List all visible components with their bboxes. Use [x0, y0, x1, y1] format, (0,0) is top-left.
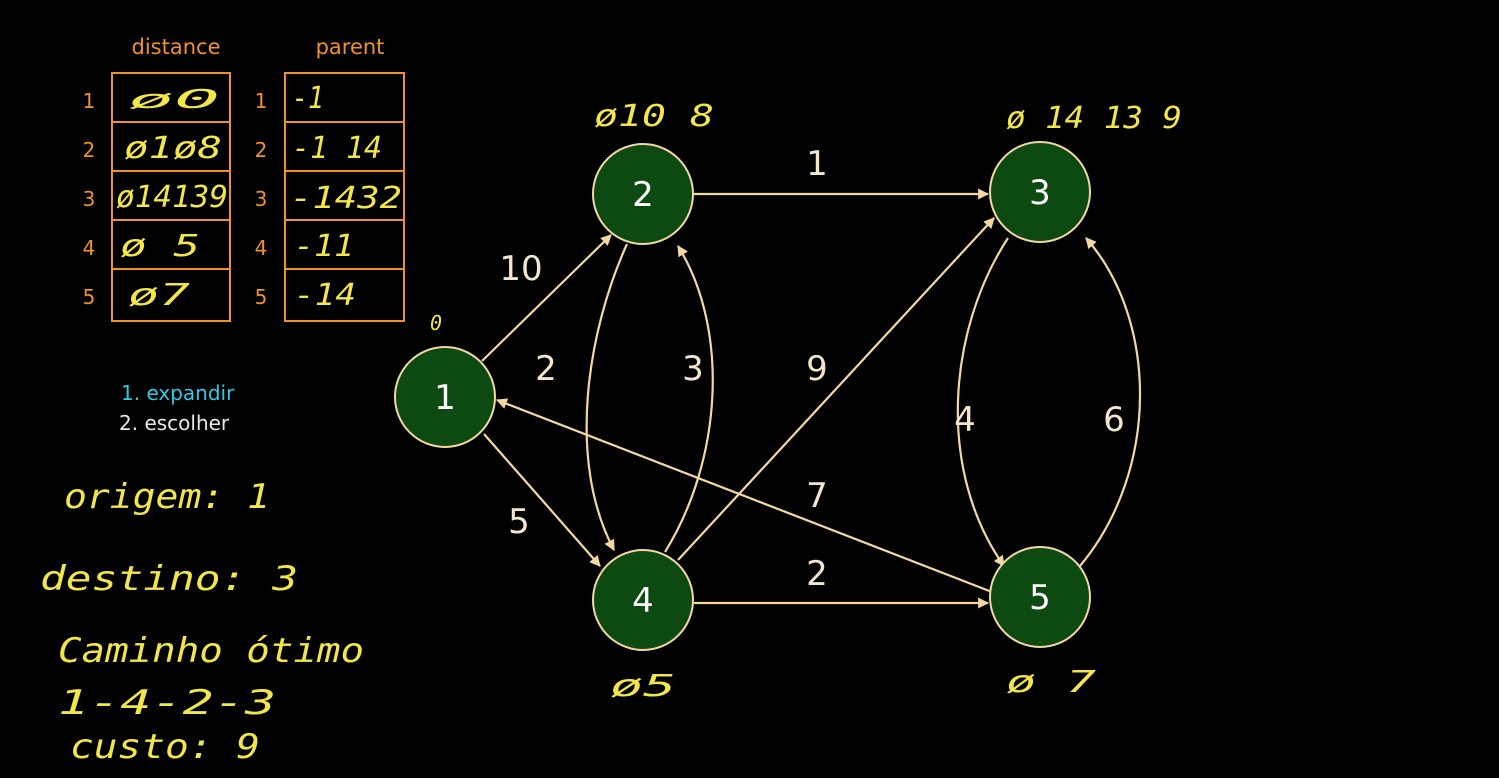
- step-escolher: 2. escolher: [119, 411, 230, 435]
- node-2: 2: [592, 143, 694, 245]
- node-4-annotation: ø5: [610, 669, 676, 704]
- node-label: 1: [434, 378, 456, 418]
- weight-5-3: 6: [1103, 400, 1125, 440]
- weight-1-2: 10: [499, 249, 542, 289]
- graph-edges: [481, 188, 1142, 609]
- node-1: 1: [394, 346, 496, 448]
- node-4: 4: [592, 549, 694, 651]
- row-label: 5: [83, 285, 96, 309]
- row-label: 1: [255, 89, 268, 113]
- graph-nodes: 1 2 3 4 5: [394, 141, 1091, 651]
- weight-4-5: 2: [806, 554, 828, 594]
- weight-3-5: 4: [954, 400, 976, 440]
- node-3: 3: [989, 141, 1091, 243]
- node-2-annotation: ø10 8: [594, 99, 714, 134]
- row-label: 2: [83, 138, 96, 162]
- row-label: 4: [83, 236, 96, 260]
- row-label: 3: [83, 187, 96, 211]
- edge-4-2: [664, 245, 714, 553]
- optimal-path: 1-4-2-3: [58, 683, 276, 723]
- row-label: 2: [255, 138, 268, 162]
- node-label: 5: [1029, 578, 1051, 618]
- distance-value: ø 5: [120, 229, 200, 264]
- weight-5-1: 7: [806, 476, 828, 516]
- edge-1-4: [483, 433, 601, 567]
- distance-cell: [111, 268, 231, 322]
- edge-5-1: [495, 398, 993, 594]
- weight-2-3: 1: [806, 144, 828, 184]
- row-label: 3: [255, 187, 268, 211]
- edge-4-3: [677, 217, 995, 561]
- row-label: 4: [255, 236, 268, 260]
- parent-header: parent: [316, 35, 385, 59]
- distance-header: distance: [132, 35, 221, 59]
- path-cost: custo: 9: [70, 727, 260, 767]
- step-expandir: 1. expandir: [121, 381, 235, 405]
- distance-value: ø7: [128, 278, 190, 313]
- node-label: 2: [632, 175, 654, 215]
- parent-value: -1432: [290, 181, 402, 216]
- parent-value: -11: [294, 229, 354, 264]
- optimal-path-title: Caminho ótimo: [58, 631, 364, 671]
- weight-1-4: 5: [508, 502, 530, 542]
- distance-value: ø1ø8: [124, 131, 222, 166]
- parent-cell: [284, 268, 405, 322]
- parent-value: -1: [292, 81, 324, 116]
- edge-3-5: [956, 237, 1009, 567]
- node-label: 4: [632, 581, 654, 621]
- parent-value: -1 14: [292, 131, 382, 166]
- distance-value: ø14139: [116, 180, 228, 215]
- row-label: 1: [83, 89, 96, 113]
- node-label: 3: [1029, 173, 1051, 213]
- edge-1-2: [481, 234, 612, 362]
- node-5: 5: [989, 546, 1091, 648]
- distance-parent-table: distance parent 1 2 3 4 5 1 2 3 4 5 ø0 ø…: [83, 35, 405, 322]
- node-1-annotation: 0: [430, 311, 442, 335]
- weight-4-3: 9: [806, 349, 828, 389]
- destination-note: destino: 3: [40, 559, 298, 599]
- edge-5-3: [1079, 237, 1142, 567]
- edge-weights: 10 5 1 2 3 9 2 7 4 6: [499, 144, 1124, 594]
- node-5-annotation: ø 7: [1006, 665, 1096, 700]
- edge-2-4: [585, 243, 629, 551]
- distance-value: ø0: [128, 85, 220, 115]
- weight-4-2: 3: [682, 349, 704, 389]
- parent-value: -14: [294, 278, 356, 313]
- weight-2-4: 2: [535, 349, 557, 389]
- origin-note: origem: 1: [64, 477, 270, 517]
- node-3-annotation: ø 14 13 9: [1006, 101, 1182, 136]
- row-label: 5: [255, 285, 268, 309]
